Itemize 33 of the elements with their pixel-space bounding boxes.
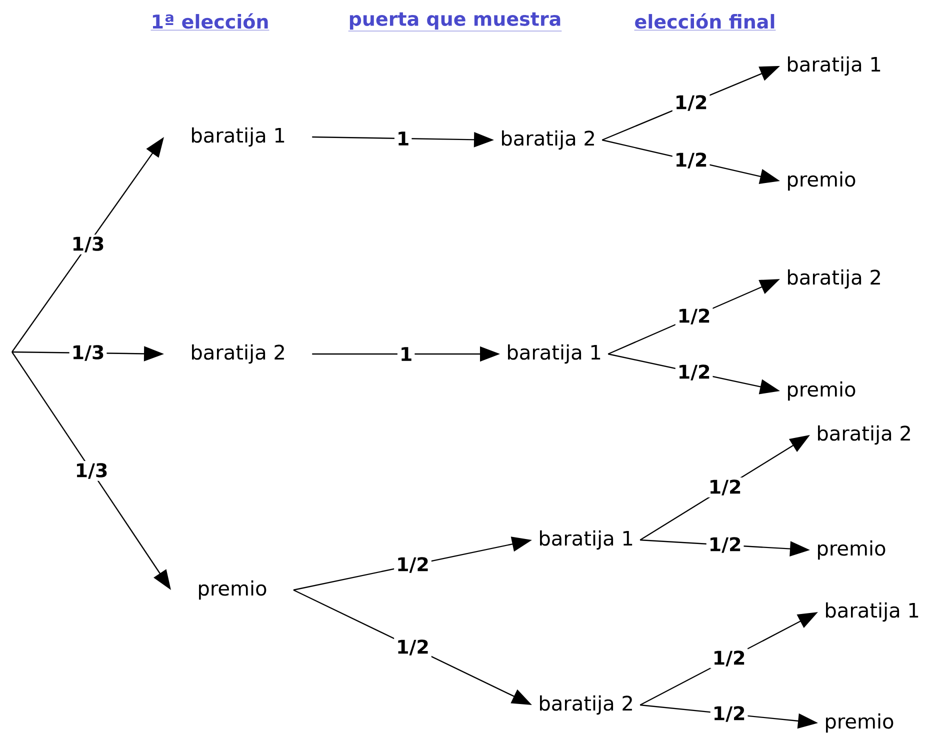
outcome-label: baratija 2 [540,695,632,715]
edge-label: 1/3 [69,234,107,254]
outcome-label: premio [818,540,886,560]
outcome-label: baratija 1 [508,344,600,364]
edge-label: 1/2 [710,704,748,724]
outcome-label: baratija 1 [788,56,880,76]
outcome-label: premio [199,580,266,600]
column-heading: puerta que muestra [348,12,562,32]
edge-label: 1/2 [672,150,710,170]
column-heading: 1ª elección [150,13,270,30]
column-heading: elección final [634,13,776,30]
edge-label: 1 [394,130,412,148]
outcome-label: baratija 1 [192,127,284,147]
edge-label: 1 [397,345,415,363]
outcome-label: premio [788,381,856,401]
edge-label: 1/2 [675,306,713,326]
edge-label: 1/3 [69,343,107,363]
edge-label: 1/2 [394,638,432,658]
edge-label: 1/2 [394,555,432,575]
edge-label: 1/2 [706,535,744,555]
edge-label: 1/2 [672,93,710,113]
outcome-label: baratija 2 [502,130,594,150]
edge-label: 1/2 [710,648,748,668]
edge-label: 1/2 [706,478,744,498]
edge-label: 1/3 [72,461,110,481]
outcome-label: baratija 1 [826,602,918,622]
outcome-label: baratija 1 [540,530,632,550]
outcome-label: premio [826,713,894,733]
outcome-label: baratija 2 [818,425,910,445]
edge-label: 1/2 [675,362,713,382]
outcome-label: premio [788,171,856,191]
outcome-label: baratija 2 [192,344,284,364]
outcome-label: baratija 2 [788,269,880,289]
